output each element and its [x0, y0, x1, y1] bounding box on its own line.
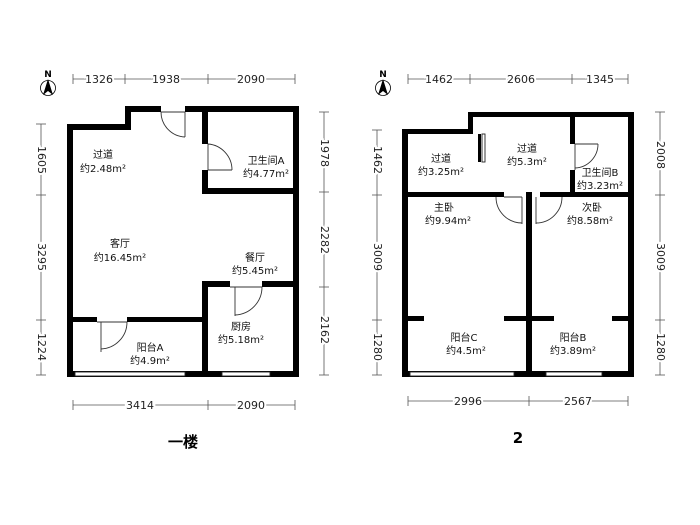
- dim-top-1: 1326: [85, 73, 113, 86]
- dim-bottom-2: 2567: [564, 395, 592, 408]
- room-labels: 过道 约3.25m² 过道 约5.3m² 卫生间B 约3.23m² 主卧 约9.…: [418, 142, 623, 357]
- dim-left-2: 3009: [371, 243, 384, 271]
- left-dimension-line: 1462 3009 1280: [369, 129, 386, 376]
- left-dimension-line: 1605 3295 1224: [33, 123, 50, 376]
- dim-right-3: 2162: [318, 316, 331, 344]
- bottom-dimension-line: 2996 2567: [407, 393, 629, 410]
- windows: [74, 371, 271, 377]
- room-balcony-c: 阳台C 约4.5m²: [446, 331, 486, 357]
- dim-top-1: 1462: [425, 73, 453, 86]
- room-name: 主卧: [434, 201, 454, 214]
- room-bathroom-b: 卫生间B 约3.23m²: [577, 166, 623, 192]
- walls: [402, 112, 634, 377]
- kitchen-door-icon: [230, 286, 263, 316]
- room-dining: 餐厅 约5.45m²: [232, 251, 278, 277]
- north-label: N: [379, 70, 387, 80]
- window-balcony-b: [545, 371, 603, 377]
- dim-bottom-2: 2090: [237, 399, 265, 412]
- room-name: 阳台B: [560, 331, 587, 344]
- dim-top-2: 2606: [507, 73, 535, 86]
- room-kitchen: 厨房 约5.18m²: [218, 320, 264, 346]
- room-area: 约9.94m²: [425, 214, 471, 227]
- room-name: 过道: [93, 148, 113, 161]
- top-dimension-line: 1326 1938 2090: [72, 71, 296, 88]
- master-bedroom-door-icon: [495, 196, 523, 224]
- room-name: 厨房: [231, 320, 251, 333]
- doors: [495, 143, 599, 224]
- dim-bottom-1: 3414: [126, 399, 154, 412]
- dim-top-2: 1938: [152, 73, 180, 86]
- room-area: 约5.3m²: [507, 155, 547, 168]
- room-area: 约3.25m²: [418, 165, 464, 178]
- window-balcony-a: [74, 371, 186, 377]
- dim-right-2: 2282: [318, 226, 331, 254]
- dim-right-3: 1280: [654, 333, 667, 361]
- room-name: 客厅: [110, 237, 130, 250]
- room-balcony-a: 阳台A 约4.9m²: [130, 341, 170, 367]
- room-second-bedroom: 次卧 约8.58m²: [567, 201, 613, 227]
- room-balcony-b: 阳台B 约3.89m²: [550, 331, 596, 357]
- dim-top-3: 1345: [586, 73, 614, 86]
- floor-title: 一楼: [168, 433, 198, 451]
- walls: [67, 106, 299, 377]
- window-balcony-c: [409, 371, 515, 377]
- room-area: 约3.23m²: [577, 179, 623, 192]
- room-area: 约4.77m²: [243, 167, 289, 180]
- second-bedroom-door-icon: [535, 196, 563, 224]
- room-corridor-1: 过道 约2.48m²: [80, 148, 126, 175]
- right-dimension-line: 2008 3009 1280: [652, 111, 669, 376]
- floor-1: N 1326 1938 2090 3414 2090: [33, 70, 333, 451]
- dim-left-1: 1462: [371, 146, 384, 174]
- room-bathroom-a: 卫生间A 约4.77m²: [243, 154, 289, 180]
- doors: [97, 111, 263, 352]
- dim-bottom-1: 2996: [454, 395, 482, 408]
- bathroom-b-door-icon: [574, 143, 599, 170]
- floor-title: 2: [513, 429, 523, 447]
- room-name: 次卧: [582, 201, 602, 214]
- room-area: 约8.58m²: [567, 214, 613, 227]
- window-corridor: [481, 133, 486, 163]
- room-name: 过道: [517, 142, 537, 155]
- windows: [409, 133, 603, 377]
- room-name: 阳台A: [137, 341, 164, 354]
- north-arrow-icon: N: [40, 70, 56, 96]
- room-area: 约3.89m²: [550, 344, 596, 357]
- room-area: 约16.45m²: [94, 251, 146, 264]
- dim-left-3: 1280: [371, 333, 384, 361]
- floor-2: N 1462 2606 1345 2996 2567: [369, 70, 669, 447]
- dim-right-1: 1978: [318, 139, 331, 167]
- bottom-dimension-line: 3414 2090: [72, 397, 296, 414]
- top-dimension-line: 1462 2606 1345: [407, 71, 629, 88]
- room-living: 客厅 约16.45m²: [94, 237, 146, 264]
- dim-top-3: 2090: [237, 73, 265, 86]
- north-label: N: [44, 70, 52, 80]
- room-area: 约5.45m²: [232, 264, 278, 277]
- dim-right-1: 2008: [654, 141, 667, 169]
- dim-left-1: 1605: [35, 146, 48, 174]
- room-name: 卫生间B: [582, 166, 619, 179]
- room-area: 约4.9m²: [130, 354, 170, 367]
- room-name: 卫生间A: [248, 154, 285, 167]
- dim-left-2: 3295: [35, 243, 48, 271]
- room-name: 阳台C: [451, 331, 478, 344]
- room-area: 约2.48m²: [80, 162, 126, 175]
- room-corridor-2a: 过道 约3.25m²: [418, 152, 464, 178]
- right-dimension-line: 1978 2282 2162: [316, 111, 333, 376]
- bathroom-a-door-icon: [207, 143, 233, 171]
- room-labels: 过道 约2.48m² 卫生间A 约4.77m² 客厅 约16.45m² 餐厅 约…: [80, 148, 289, 367]
- room-name: 餐厅: [245, 251, 265, 264]
- room-corridor-2b: 过道 约5.3m²: [507, 142, 547, 168]
- north-arrow-icon: N: [375, 70, 391, 96]
- window-kitchen: [221, 371, 271, 377]
- balcony-a-door-icon: [97, 321, 128, 352]
- room-area: 约4.5m²: [446, 344, 486, 357]
- dim-right-2: 3009: [654, 243, 667, 271]
- dim-left-3: 1224: [35, 333, 48, 361]
- room-master-bedroom: 主卧 约9.94m²: [425, 201, 471, 227]
- room-name: 过道: [431, 152, 451, 165]
- room-area: 约5.18m²: [218, 333, 264, 346]
- entry-door-icon: [160, 111, 186, 138]
